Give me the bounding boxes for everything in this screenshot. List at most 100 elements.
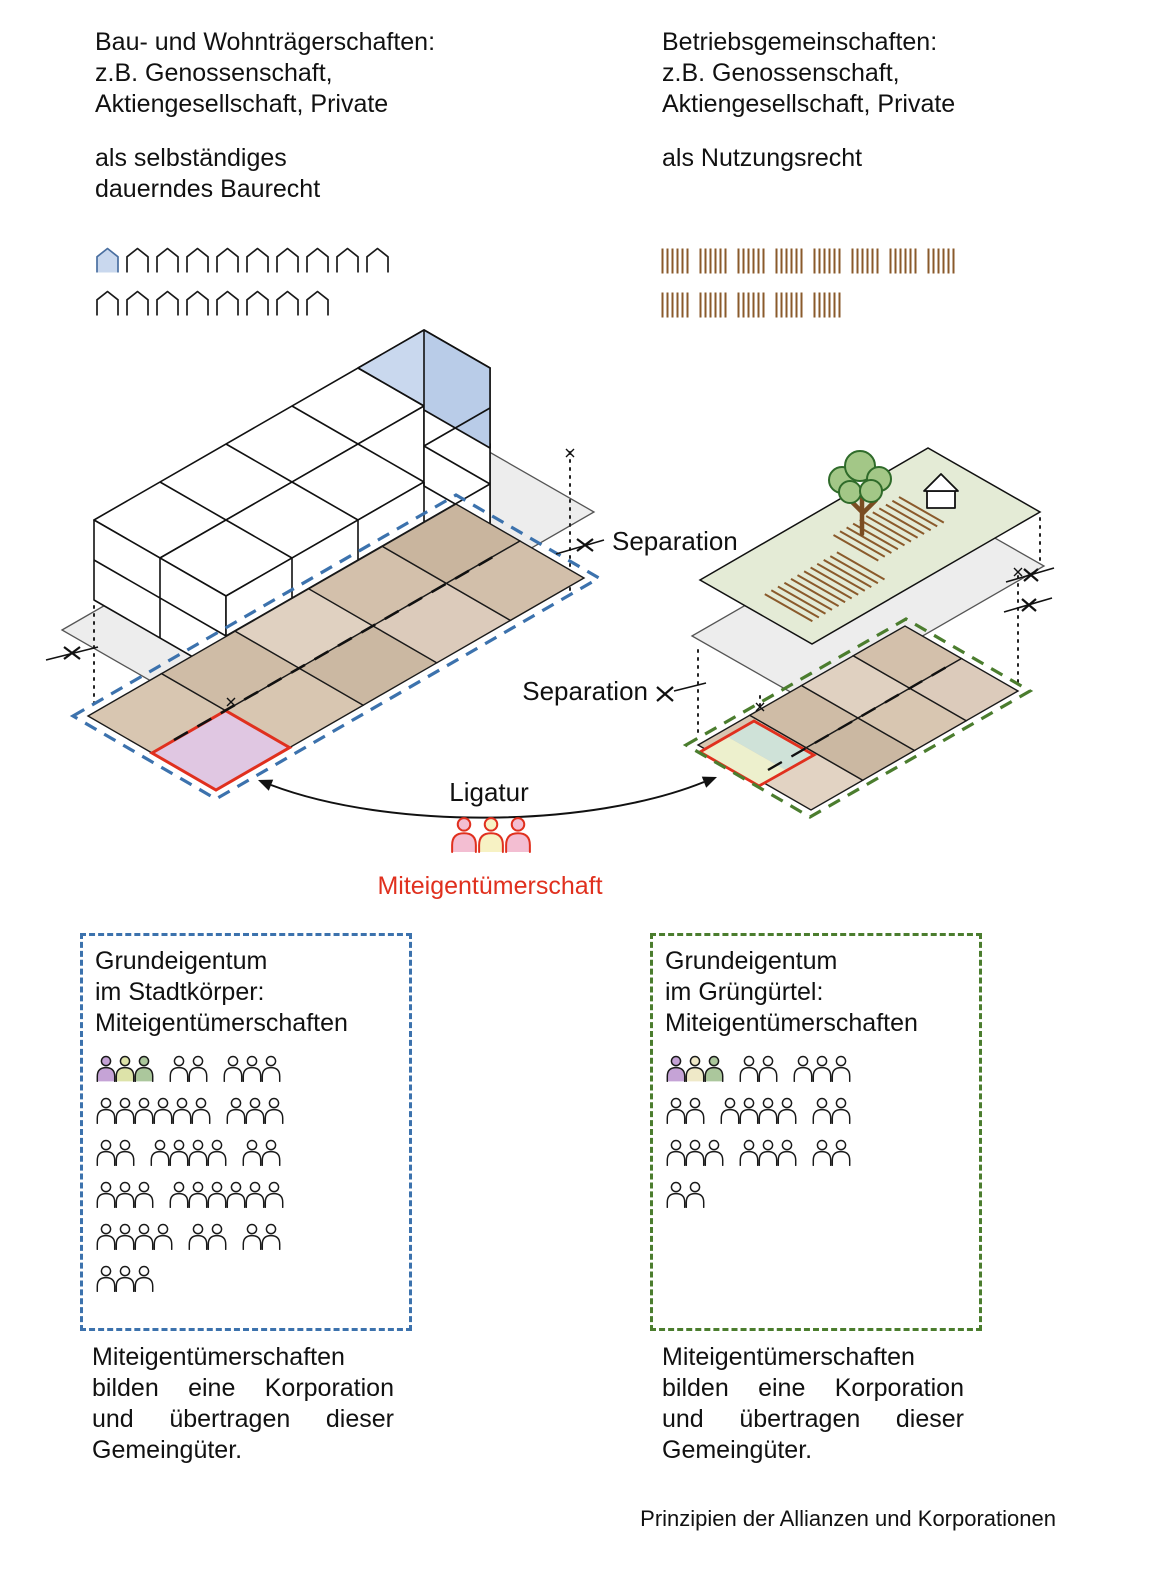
right-iso-group: [682, 447, 1046, 819]
person-icon: [134, 1223, 154, 1250]
person-icon: [739, 1139, 759, 1166]
city-ownership-box: Grundeigentum im Stadtkörper: Miteigentü…: [80, 933, 412, 1331]
person-icon: [704, 1139, 724, 1166]
field-strip-icon: [661, 248, 689, 274]
people-group: [222, 1055, 281, 1082]
person-icon: [505, 817, 531, 853]
person-icon: [685, 1181, 705, 1208]
field-stripe: [878, 507, 925, 535]
tree-canopy: [828, 450, 892, 504]
person-icon: [264, 1181, 284, 1208]
people-group: [665, 1055, 724, 1082]
person-icon: [739, 1055, 759, 1082]
house-icon: [306, 247, 329, 273]
field-strip-icon: [889, 248, 917, 274]
left-iso-group: [60, 329, 603, 801]
person-icon: [685, 1055, 705, 1082]
field-strip-icon: [737, 292, 765, 318]
person-icon: [739, 1097, 759, 1124]
left-column-title: Bau- und Wohnträgerschaften: z.B. Genoss…: [95, 28, 436, 118]
person-icon: [242, 1139, 262, 1166]
scissor-cross: [63, 646, 81, 660]
field-stripe: [764, 593, 813, 623]
field-stripe: [846, 526, 892, 554]
dashed-border-blue: [69, 493, 603, 801]
person-icon: [666, 1139, 686, 1166]
scissor-cross: [1021, 598, 1037, 612]
people-group: [665, 1181, 705, 1208]
house-icon: [246, 247, 269, 273]
field-stripe: [803, 570, 853, 600]
arrowhead-right: [701, 776, 717, 788]
field-stripe: [816, 562, 866, 592]
people-group: [95, 1055, 154, 1082]
person-icon: [207, 1223, 227, 1250]
field-stripe: [859, 518, 905, 547]
person-icon: [96, 1055, 116, 1082]
field-stripe: [790, 578, 840, 607]
field-stripe: [865, 515, 912, 543]
red-parcel-right-half-b: [727, 721, 814, 771]
person-icon: [261, 1223, 281, 1250]
field-strip-icons-row-2: [660, 291, 842, 319]
person-icon: [245, 1097, 265, 1124]
road-dashes: [767, 663, 951, 772]
people-row: [665, 1139, 967, 1166]
person-icon: [207, 1139, 227, 1166]
person-icon: [451, 817, 477, 853]
greenbelt-ownership-box: Grundeigentum im Grüngürtel: Miteigentüm…: [650, 933, 982, 1331]
field-strip-icon: [699, 292, 727, 318]
person-icon: [223, 1055, 243, 1082]
person-icon: [242, 1055, 262, 1082]
house-icon: [216, 247, 239, 273]
people-group: [241, 1139, 281, 1166]
people-row: [95, 1055, 397, 1082]
people-row: [95, 1097, 397, 1124]
field-strip-icon: [775, 248, 803, 274]
greenbelt-ownership-people: [665, 1055, 967, 1208]
house-icon: [276, 247, 299, 273]
person-icon: [188, 1139, 208, 1166]
people-group: [241, 1223, 281, 1250]
house-icons-row-1: [94, 246, 391, 273]
field-stripe: [833, 534, 879, 562]
person-icon: [478, 817, 504, 853]
person-icon: [666, 1181, 686, 1208]
greenbelt-ownership-box-title: Grundeigentum im Grüngürtel: Miteigentüm…: [665, 947, 918, 1037]
tree-icon: [828, 450, 892, 537]
field-strip-icon: [927, 248, 955, 274]
left-column-subtitle: als selbständiges dauerndes Baurecht: [95, 144, 321, 203]
house-icon: [96, 290, 119, 316]
person-icon: [812, 1097, 832, 1124]
people-group: [95, 1139, 135, 1166]
person-icon: [169, 1181, 189, 1208]
field-strip-icon: [813, 248, 841, 274]
house-icon: [96, 247, 119, 273]
people-group: [719, 1097, 797, 1124]
person-icon: [666, 1055, 686, 1082]
person-icon: [150, 1139, 170, 1166]
people-group: [225, 1097, 284, 1124]
house-icon: [186, 247, 209, 273]
city-ownership-box-title: Grundeigentum im Stadtkörper: Miteigentü…: [95, 947, 348, 1037]
person-icon: [134, 1097, 154, 1124]
people-row: [95, 1139, 397, 1166]
field-stripe: [898, 496, 945, 524]
person-icon: [191, 1097, 211, 1124]
person-icon: [115, 1223, 135, 1250]
field-strip-icon: [661, 292, 689, 318]
person-icon: [188, 1181, 208, 1208]
house-icon: [156, 247, 179, 273]
person-icon: [169, 1055, 189, 1082]
person-icon: [758, 1055, 778, 1082]
people-row: [95, 1265, 397, 1292]
person-icon: [96, 1139, 116, 1166]
right-column-subtitle: als Nutzungsrecht: [662, 144, 863, 172]
city-ownership-people: [95, 1055, 397, 1292]
house-icon: [246, 290, 269, 316]
person-icon: [96, 1223, 116, 1250]
separation-marks: [45, 448, 1055, 712]
person-icon: [245, 1181, 265, 1208]
person-icon: [758, 1097, 778, 1124]
field-stripe: [797, 574, 846, 604]
